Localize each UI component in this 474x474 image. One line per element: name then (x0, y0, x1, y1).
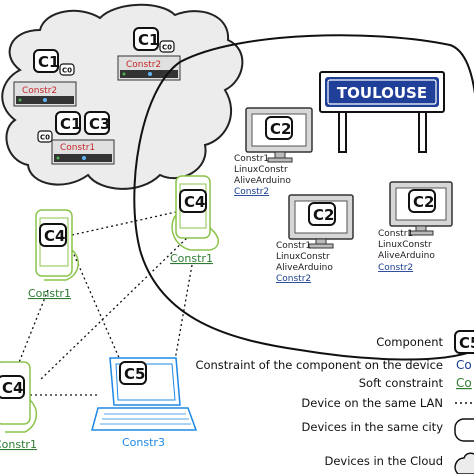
component-label: C1 (38, 53, 59, 71)
component-box-a (55, 111, 81, 135)
legend-component-swatch (454, 330, 474, 354)
hand-icon (171, 214, 219, 251)
component-label: C4 (2, 379, 23, 397)
lan-links (17, 211, 193, 396)
constraint-3: AliveArduino (378, 251, 435, 261)
lan-link (174, 264, 193, 361)
component-box (0, 375, 25, 399)
component-box (133, 27, 159, 51)
component-box (179, 189, 207, 213)
soft-constraint: Constr1 (170, 252, 213, 265)
legend-city-swatch (454, 418, 474, 442)
legend-label: Device on the same LAN (301, 396, 443, 410)
lan-link (71, 249, 121, 361)
city-device-2: C2 Constr1 LinuxConstr AliveArduino Cons… (276, 194, 354, 284)
legend-label: Devices in the Cloud (325, 454, 444, 468)
lan-link (71, 211, 177, 236)
constraint-1: Constr1 (378, 229, 413, 239)
city-device-3: C2 Constr1 LinuxConstr AliveArduino Cons… (378, 181, 453, 273)
component-label: C2 (413, 193, 434, 211)
component-box-b (84, 111, 110, 135)
component-box (39, 223, 67, 247)
legend-label: Soft constraint (359, 376, 444, 390)
server-constraint: Constr2 (22, 86, 57, 96)
component-label-a: C1 (60, 115, 81, 133)
constraint-1: Constr1 (234, 154, 269, 164)
component-label: C2 (313, 206, 334, 224)
legend-item-cloud: Devices in the Cloud (325, 452, 474, 474)
component-label: C4 (184, 193, 205, 211)
legend-sample: C5 (459, 334, 474, 352)
component-label: C2 (270, 120, 291, 138)
sub-component-box (37, 130, 53, 143)
server-constraint: Constr2 (126, 60, 161, 70)
constraint-3: AliveArduino (234, 176, 291, 186)
legend-sample: Co (456, 376, 472, 390)
sign-blue-panel (325, 77, 439, 107)
legend-label: Constraint of the component on the devic… (195, 358, 443, 372)
sub-component-box (159, 40, 175, 53)
constraint-1: Constr1 (276, 241, 311, 251)
component-box (33, 49, 59, 73)
soft-constraint: Constr1 (0, 438, 37, 451)
lan-device-phone-3: C4 Constr1 (0, 361, 37, 451)
lan-device-phone-2: C4 Constr1 (28, 209, 79, 300)
component-label: C5 (124, 365, 145, 383)
component-box (408, 189, 436, 213)
sub-component-label: C0 (40, 134, 50, 142)
sub-component-label: C0 (62, 67, 72, 75)
legend-item-lan: Device on the same LAN (301, 396, 474, 410)
soft-constraint: Constr2 (378, 263, 413, 273)
city-device-1: C2 Constr1 LinuxConstr AliveArduino Cons… (234, 107, 313, 197)
legend: Component C5 Constraint of the component… (195, 330, 474, 474)
legend-item-constraint: Constraint of the component on the devic… (195, 358, 471, 372)
constraint-2: LinuxConstr (234, 165, 288, 175)
legend-label: Component (376, 335, 443, 349)
constraint-2: LinuxConstr (276, 252, 330, 262)
component-box (119, 361, 147, 385)
cloud-server-2: C1 C0 Constr2 (117, 27, 181, 81)
city-sign: TOULOUSE (319, 71, 445, 153)
soft-constraint: Constr2 (276, 274, 311, 284)
lan-device-phone-1: C4 Constr1 (170, 175, 219, 265)
sub-component-label: C0 (162, 44, 172, 52)
constraint-2: LinuxConstr (378, 240, 432, 250)
cloud-server-1: C1 C0 Constr2 (13, 49, 77, 107)
cloud-server-3: C1 C3 C0 Constr1 (37, 111, 115, 165)
constraint-3: AliveArduino (276, 263, 333, 273)
sign-post-right (418, 111, 427, 153)
component-label-b: C3 (89, 115, 110, 133)
legend-item-soft-constraint: Soft constraint Co (359, 376, 472, 390)
hand-icon (44, 249, 79, 281)
legend-label: Devices in the same city (302, 420, 444, 434)
lan-device-laptop: C5 Constr3 (91, 357, 198, 449)
legend-cloud-swatch (454, 452, 474, 474)
cloud-region: C1 C0 Constr2 C1 C0 Constr2 C1 C3 C0 (1, 3, 244, 190)
legend-sample: Co (456, 358, 472, 372)
legend-item-city: Devices in the same city (302, 418, 474, 442)
component-box (265, 116, 293, 140)
server-constraint: Constr1 (60, 143, 95, 153)
component-label: C4 (44, 227, 65, 245)
soft-constraint: Constr2 (234, 187, 269, 197)
sign-city-name: TOULOUSE (337, 84, 427, 102)
component-label: C1 (138, 31, 159, 49)
legend-item-component: Component C5 (376, 330, 474, 354)
city-region (133, 34, 474, 361)
soft-constraint: Constr1 (28, 287, 71, 300)
hand-icon (5, 399, 37, 433)
sub-component-box (59, 63, 75, 76)
device-constraint: Constr3 (122, 436, 165, 449)
sign-post-left (338, 111, 347, 153)
component-box (308, 202, 336, 226)
lan-link (17, 289, 49, 366)
